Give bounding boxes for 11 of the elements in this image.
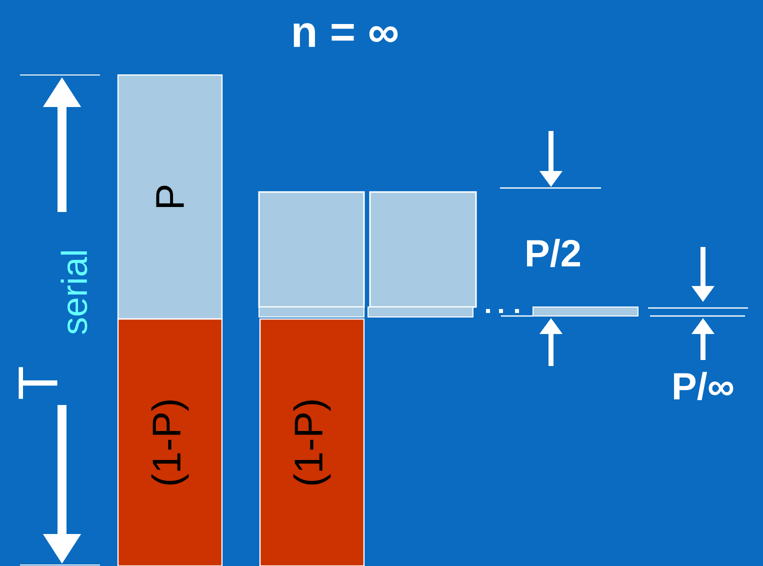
dimension-label: P/2 <box>527 238 580 268</box>
thin-bar <box>532 306 638 316</box>
bar-segment: (1-P) <box>117 318 223 566</box>
axis-label: T <box>18 367 58 399</box>
thin-bar <box>368 306 474 318</box>
dimension-label: P/∞ <box>674 372 734 400</box>
thin-bar <box>258 306 364 318</box>
bar-segment: P <box>117 74 223 320</box>
title: n = ∞ <box>294 23 398 47</box>
bar-segment: (1-P) <box>259 318 365 566</box>
axis-label: serial <box>60 251 88 334</box>
